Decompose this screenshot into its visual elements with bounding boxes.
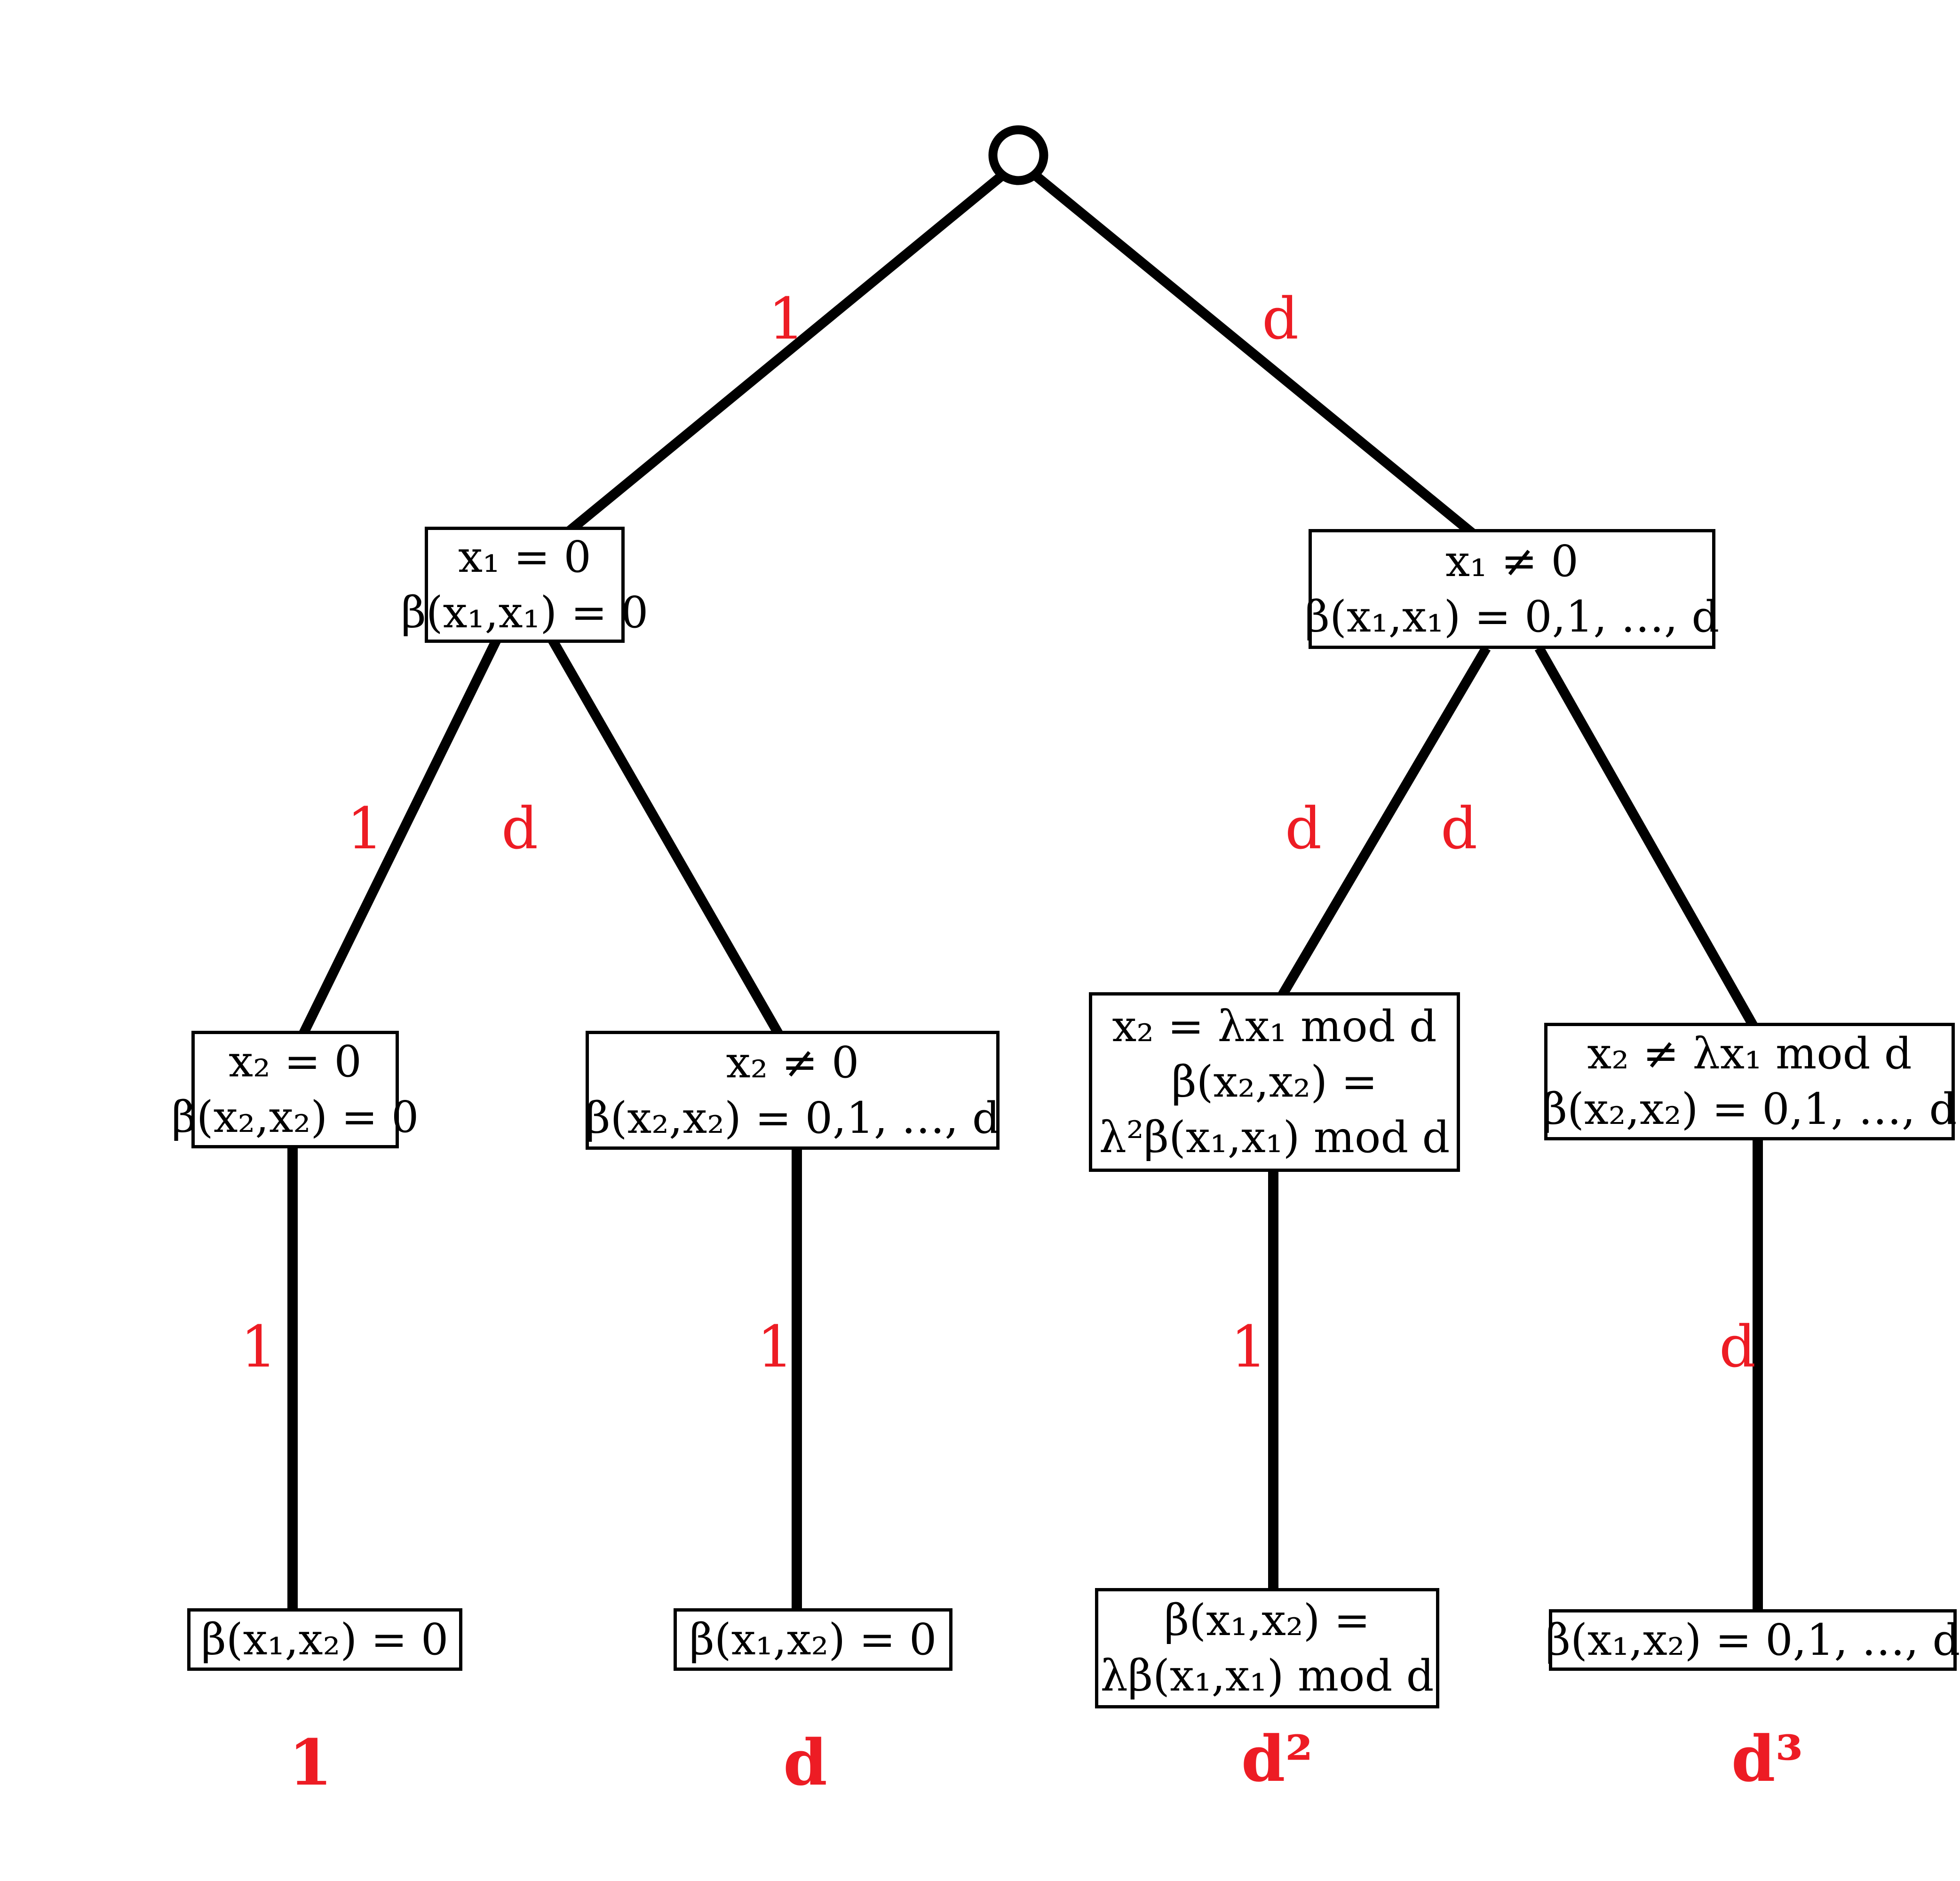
leaf-node-beta-lambda: β(x₁,x₂) = λβ(x₁,x₁) mod d [1095, 1588, 1439, 1708]
edge-x1eq0-to-x2neq0 [548, 638, 783, 1036]
edge-label-l2-1: 1 [347, 795, 383, 862]
edge-label-l3-3: 1 [1230, 1313, 1267, 1380]
edge-label-l2-2: d [501, 795, 539, 862]
node-x2-equals-lambda-x1: x₂ = λx₁ mod d β(x₂,x₂) = λ²β(x₁,x₁) mod… [1089, 992, 1460, 1172]
edge-label-l3-1: 1 [240, 1313, 277, 1380]
node-line: β(x₂,x₂) = 0,1, …, d [585, 1092, 1000, 1143]
node-line: x₁ ≠ 0 [1445, 536, 1579, 586]
edge-label-l3-2: 1 [757, 1313, 794, 1380]
edge-x1neq0-to-x2eq-lx1 [1277, 645, 1491, 999]
node-line: x₁ = 0 [458, 531, 591, 582]
node-line: β(x₁,x₁) = 0,1, …, d [1304, 591, 1720, 642]
node-line: β(x₁,x₂) = 0,1, …, d [1545, 1614, 1960, 1665]
leaf-count-d-cubed: d³ [1731, 1722, 1803, 1796]
node-line: β(x₁,x₂) = 0 [201, 1614, 449, 1665]
node-x1-equals-0: x₁ = 0 β(x₁,x₁) = 0 [401, 527, 648, 643]
leaf-node-beta-0-mid: β(x₁,x₂) = 0 [674, 1608, 952, 1671]
node-line: x₂ ≠ 0 [726, 1037, 859, 1088]
edge-label-l2-3: d [1285, 795, 1322, 862]
leaf-count-d-squared: d² [1241, 1722, 1313, 1796]
node-x2-notequal-0: x₂ ≠ 0 β(x₂,x₂) = 0,1, …, d [585, 1031, 1000, 1150]
edge-label-root-right: d [1262, 285, 1299, 352]
leaf-count-1: 1 [288, 1725, 333, 1800]
leaf-count-d: d [783, 1725, 827, 1800]
edge-x1eq0-to-x2eq0 [299, 638, 501, 1036]
node-line: λ²β(x₁,x₁) mod d [1099, 1112, 1450, 1162]
node-line: x₂ = λx₁ mod d [1112, 1001, 1437, 1052]
root-node [988, 125, 1048, 185]
node-x2-equals-0: x₂ = 0 β(x₂,x₂) = 0 [172, 1031, 419, 1148]
edge-label-l2-4: d [1440, 795, 1478, 862]
node-line: β(x₂,x₂) = [1171, 1057, 1378, 1107]
node-line: β(x₁,x₁) = 0 [401, 587, 649, 638]
node-x2-notequal-lambda-x1: x₂ ≠ λx₁ mod d β(x₂,x₂) = 0,1, …, d [1542, 1023, 1957, 1140]
edge-root-to-x1-eq-0 [554, 171, 1006, 545]
node-line: x₂ = 0 [229, 1036, 362, 1087]
node-line: β(x₁,x₂) = [1164, 1595, 1371, 1646]
node-x1-notequal-0: x₁ ≠ 0 β(x₁,x₁) = 0,1, …, d [1305, 529, 1719, 649]
edge-label-l3-4: d [1719, 1313, 1756, 1380]
node-line: β(x₂,x₂) = 0 [171, 1092, 419, 1142]
edge-root-to-x1-neq-0 [1032, 171, 1485, 545]
node-line: β(x₁,x₂) = 0 [689, 1614, 937, 1665]
leaf-node-beta-0-left: β(x₁,x₂) = 0 [187, 1608, 462, 1671]
leaf-node-beta-range: β(x₁,x₂) = 0,1, …, d [1545, 1609, 1960, 1671]
node-line: x₂ ≠ λx₁ mod d [1587, 1028, 1912, 1079]
node-line: λβ(x₁,x₁) mod d [1100, 1651, 1434, 1701]
edge-x1neq0-to-x2neq-lx1 [1534, 645, 1758, 1029]
node-line: β(x₂,x₂) = 0,1, …, d [1542, 1084, 1957, 1134]
edge-label-root-left: 1 [768, 285, 805, 352]
